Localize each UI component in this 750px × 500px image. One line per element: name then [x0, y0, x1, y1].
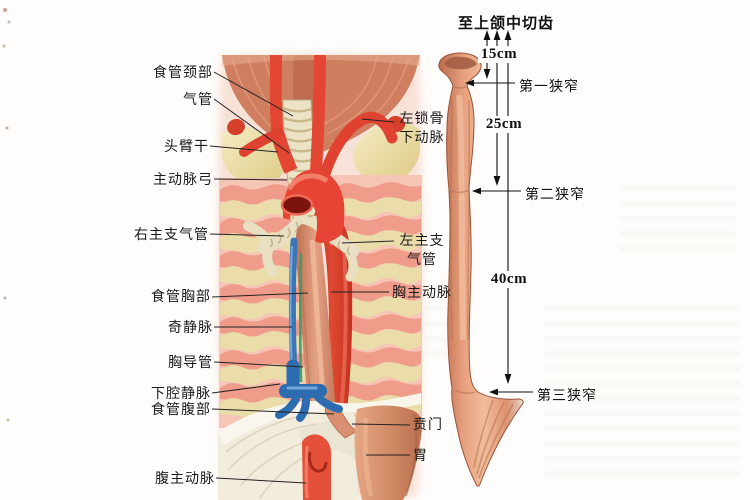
leader-lines: [209, 71, 411, 484]
label-third-narrowing: 第三狭窄: [537, 389, 597, 404]
page-bleed-through: [545, 300, 740, 475]
azygos-vein-shape: [289, 237, 298, 379]
label-first-narrowing: 第一狭窄: [519, 80, 579, 95]
label-second-narrowing: 第二狭窄: [525, 188, 585, 203]
label-inferior-vena-cava: 下腔静脉: [151, 387, 211, 402]
inferior-vena-cava-shape: [275, 359, 343, 422]
label-azygos-vein: 奇静脉: [168, 321, 213, 336]
label-esophagus-cervical: 食管颈部: [153, 66, 213, 81]
label-stomach: 胃: [413, 449, 428, 464]
label-to-upper-incisors-title: 至上颌中切齿: [458, 16, 555, 32]
label-thoracic-duct: 胸导管: [168, 356, 213, 371]
stomach-shape: [354, 405, 422, 500]
page-edge-specks: [2, 8, 11, 422]
abdominal-aorta-shape: [302, 434, 331, 500]
label-right-main-bronchus: 右主支气管: [134, 228, 209, 243]
thoracic-duct-shape: [298, 253, 303, 383]
label-left-main-bronchus: 左主支气管: [399, 234, 445, 268]
torso-illustration: [217, 53, 423, 500]
label-cardia: 贲门: [413, 418, 443, 433]
label-distance-15cm: 15cm: [478, 46, 520, 63]
label-esophagus-abdominal: 食管腹部: [151, 403, 211, 418]
label-brachiocephalic-trunk: 头臂干: [164, 140, 209, 155]
page-bleed-through: [620, 180, 735, 250]
label-esophagus-thoracic: 食管胸部: [151, 290, 211, 305]
label-left-subclavian-artery: 左锁骨下动脉: [399, 112, 445, 146]
label-thoracic-aorta: 胸主动脉: [392, 286, 452, 301]
label-abdominal-aorta: 腹主动脉: [155, 472, 215, 487]
esophagus-diagram: [438, 52, 524, 487]
label-trachea: 气管: [183, 93, 213, 108]
page-bleed-through: [425, 295, 447, 355]
label-distance-25cm: 25cm: [481, 116, 527, 133]
label-aortic-arch: 主动脉弓: [153, 173, 213, 188]
label-distance-40cm: 40cm: [486, 271, 532, 288]
